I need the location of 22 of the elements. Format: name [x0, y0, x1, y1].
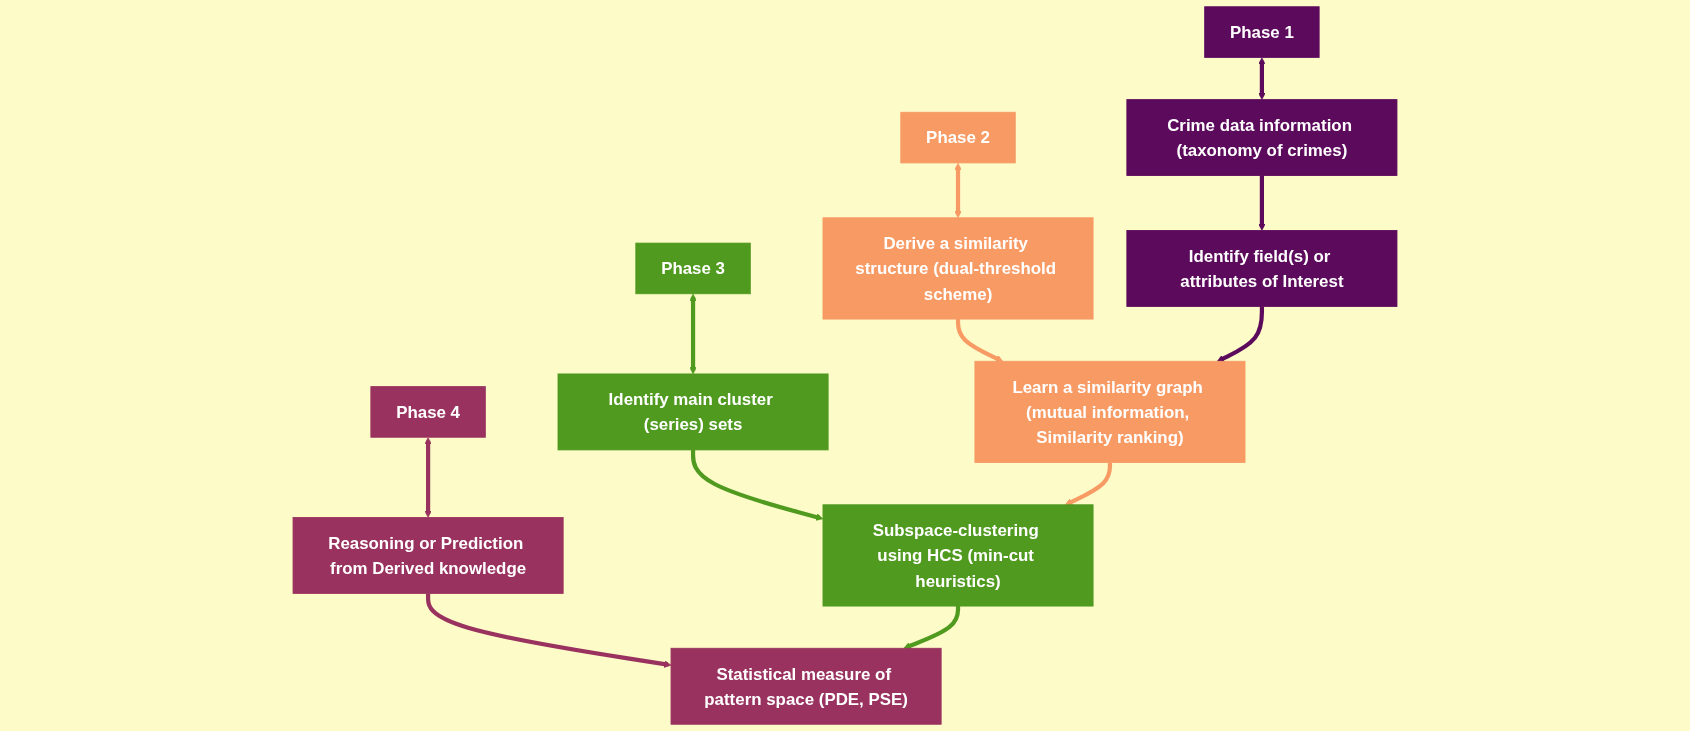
node-box: Phase 4 [370, 386, 486, 438]
node-box: Phase 3 [635, 242, 751, 295]
node-box: Derive a similarity structure (dual-threshold scheme) [822, 217, 1094, 320]
node-box: Phase 2 [900, 111, 1016, 164]
node-box: Subspace-clustering using HCS (min-cut heuristics) [822, 504, 1094, 607]
arrow [903, 606, 961, 650]
node-box: Statistical measure of pattern space (PDE, PSE) [670, 647, 942, 725]
arrow [1258, 57, 1266, 100]
arrow [954, 162, 962, 219]
arrow [1064, 462, 1113, 506]
arrow [1216, 306, 1264, 362]
arrow [690, 449, 824, 521]
node-box: Reasoning or Prediction from Derived knowledge [292, 517, 564, 594]
node-box: Crime data information (taxonomy of crimes) [1126, 99, 1398, 176]
arrow [1258, 175, 1266, 231]
node-box: Identify main cluster (series) sets [557, 373, 829, 451]
node-box: Phase 1 [1204, 6, 1320, 58]
arrow [689, 293, 697, 375]
node-box: Learn a similarity graph (mutual information, Similarity ranking) [974, 360, 1246, 463]
arrow [424, 437, 432, 518]
node-box: Identify field(s) or attributes of Interest [1126, 230, 1398, 307]
arrow [955, 319, 1004, 362]
